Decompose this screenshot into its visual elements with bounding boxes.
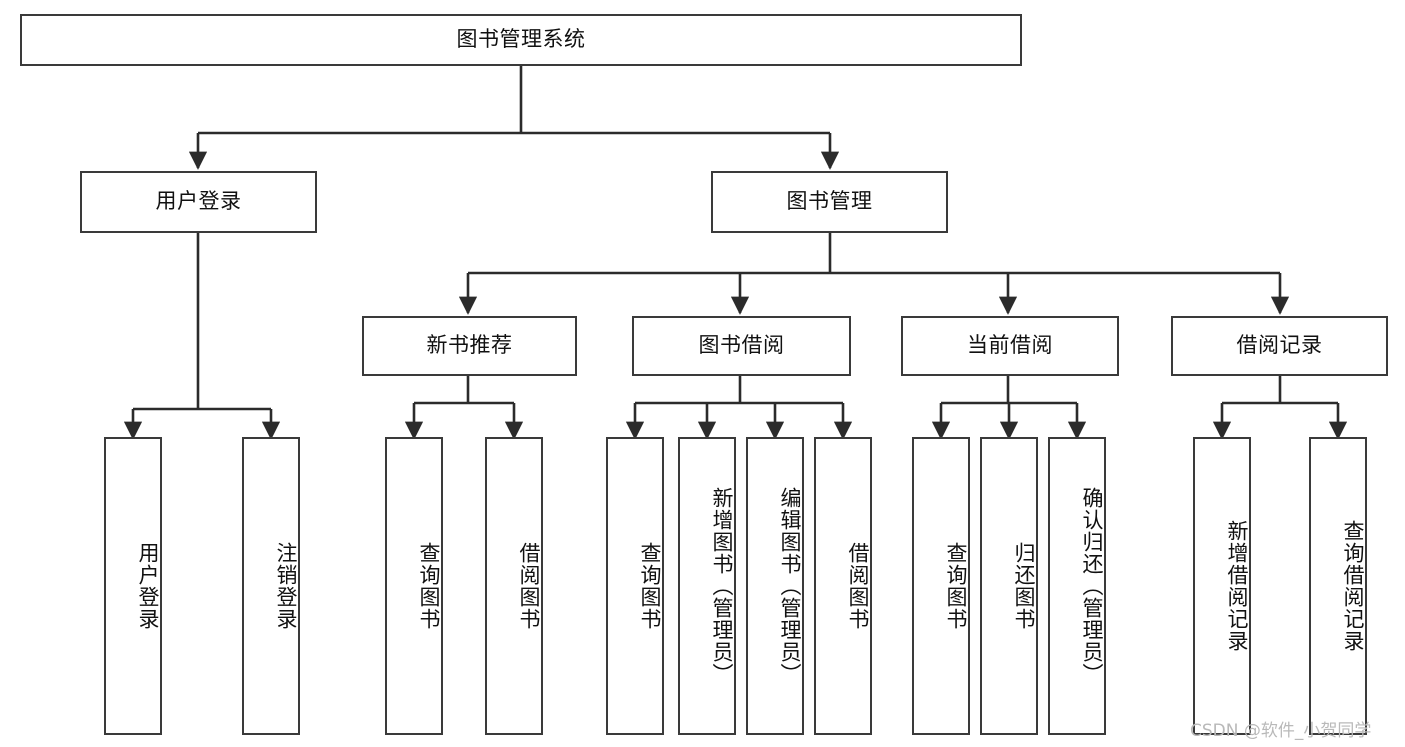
node-borrow-record[interactable]: 借阅记录 — [1171, 316, 1388, 376]
node-leaf-query-book-current[interactable]: 查询图书 — [912, 437, 970, 735]
csdn-watermark: CSDN @软件_小贺同学 — [1190, 721, 1372, 741]
node-label: 借阅记录 — [1236, 333, 1323, 358]
node-book-borrow[interactable]: 图书借阅 — [632, 316, 851, 376]
node-user-login[interactable]: 用户登录 — [80, 171, 317, 233]
node-leaf-add-book[interactable]: 新增图书（管理员） — [678, 437, 736, 735]
node-label: 新增图书（管理员） — [710, 487, 734, 685]
node-leaf-edit-book[interactable]: 编辑图书（管理员） — [746, 437, 804, 735]
node-label: 新增借阅记录 — [1225, 520, 1249, 652]
node-label: 归还图书 — [1012, 542, 1036, 630]
node-label: 借阅图书 — [846, 542, 870, 630]
node-current-borrow[interactable]: 当前借阅 — [901, 316, 1119, 376]
node-leaf-query-book-newbook[interactable]: 查询图书 — [385, 437, 443, 735]
node-label: 查询借阅记录 — [1341, 520, 1365, 652]
node-leaf-return-book[interactable]: 归还图书 — [980, 437, 1038, 735]
node-book-manage[interactable]: 图书管理 — [711, 171, 948, 233]
node-label: 用户登录 — [155, 189, 242, 214]
node-leaf-query-borrow-record[interactable]: 查询借阅记录 — [1309, 437, 1367, 735]
node-label: 图书管理系统 — [456, 27, 586, 52]
node-label: 新书推荐 — [426, 333, 513, 358]
node-leaf-add-borrow-record[interactable]: 新增借阅记录 — [1193, 437, 1251, 735]
node-label: 查询图书 — [417, 542, 441, 630]
node-label: 注销登录 — [274, 542, 298, 630]
node-label: 图书管理 — [786, 189, 873, 214]
node-label: 图书借阅 — [698, 333, 785, 358]
node-new-book-recommend[interactable]: 新书推荐 — [362, 316, 577, 376]
node-leaf-borrow-book-newbook[interactable]: 借阅图书 — [485, 437, 543, 735]
node-label: 当前借阅 — [967, 333, 1053, 358]
node-label: 用户登录 — [136, 542, 160, 630]
node-leaf-query-book-borrow[interactable]: 查询图书 — [606, 437, 664, 735]
node-label: 查询图书 — [638, 542, 662, 630]
node-label: 借阅图书 — [517, 542, 541, 630]
node-label: 确认归还（管理员） — [1080, 487, 1104, 685]
node-leaf-confirm-return[interactable]: 确认归还（管理员） — [1048, 437, 1106, 735]
node-leaf-borrow-book-borrow[interactable]: 借阅图书 — [814, 437, 872, 735]
node-label: 编辑图书（管理员） — [778, 487, 802, 685]
node-root-system[interactable]: 图书管理系统 — [20, 14, 1022, 66]
node-leaf-user-login[interactable]: 用户登录 — [104, 437, 162, 735]
node-leaf-logout[interactable]: 注销登录 — [242, 437, 300, 735]
node-label: 查询图书 — [944, 542, 968, 630]
